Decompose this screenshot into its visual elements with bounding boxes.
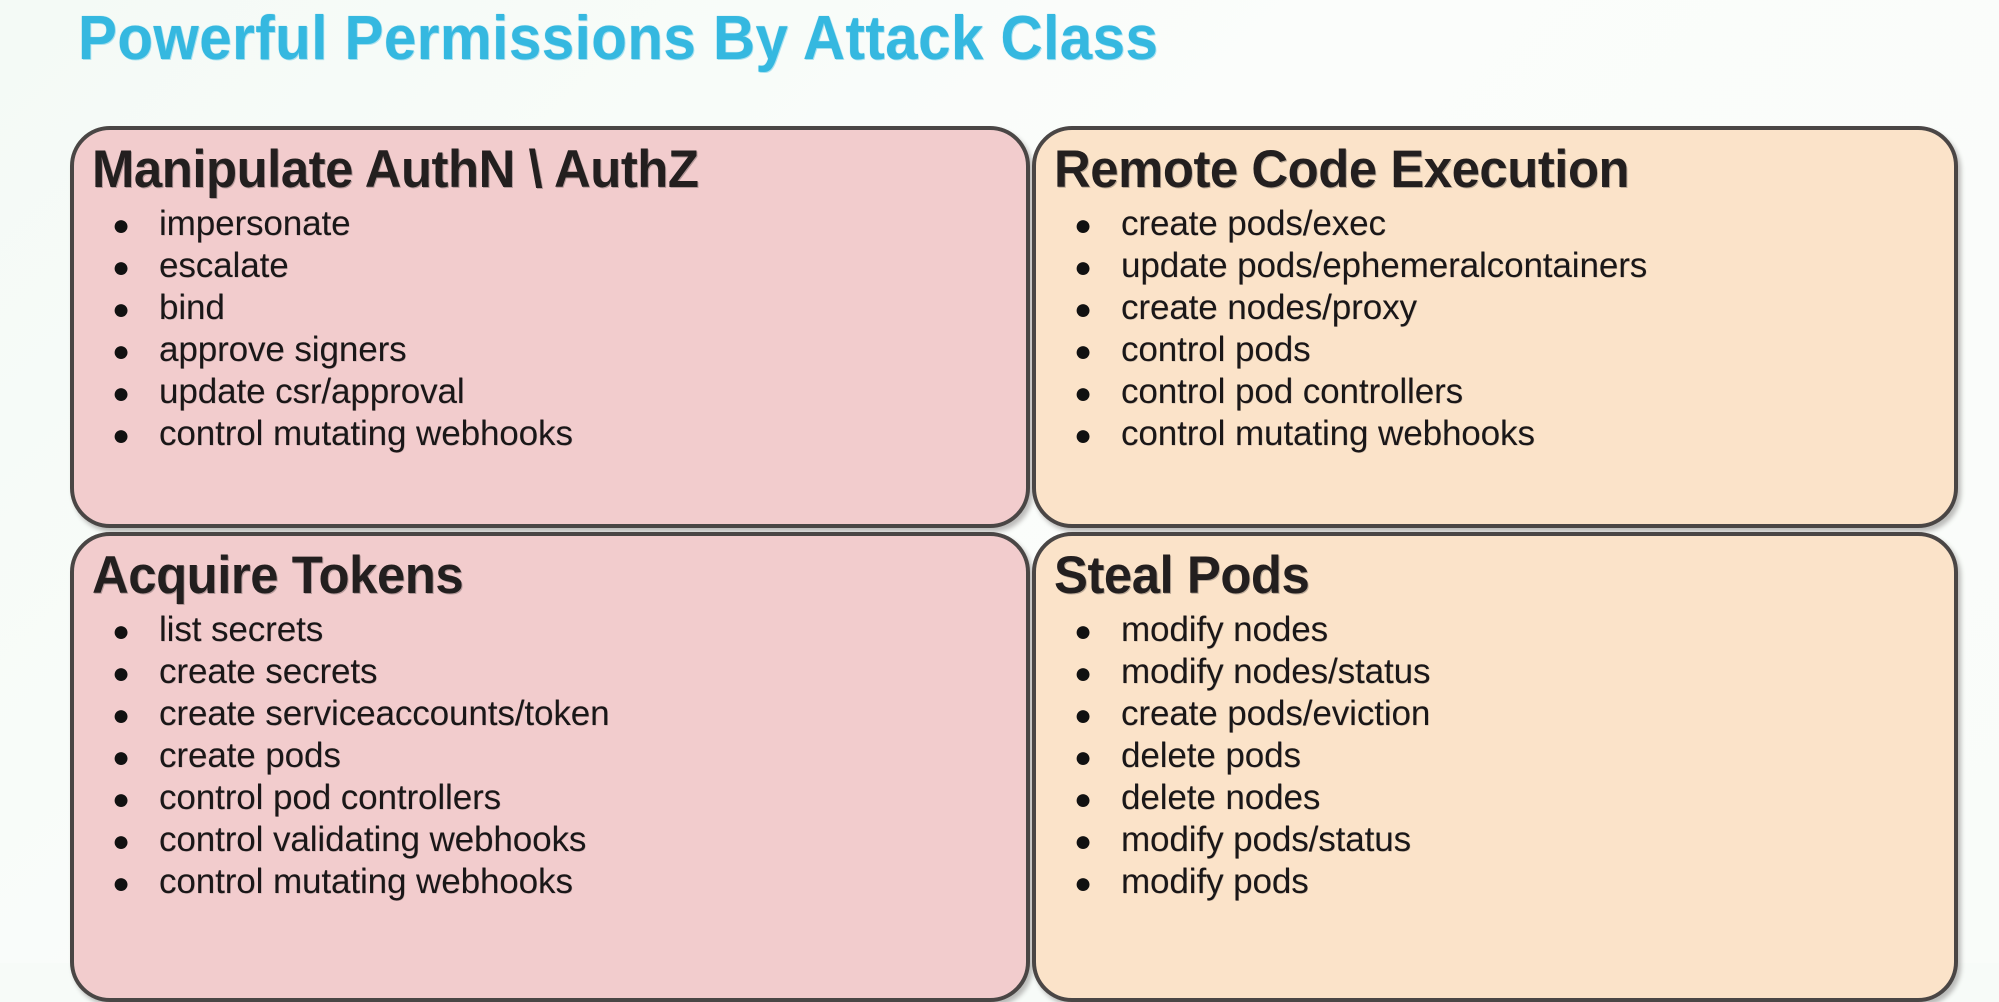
list-item: ● update pods/ephemeralcontainers (1074, 246, 1954, 288)
permission-label: approve signers (159, 330, 407, 369)
permission-label: create pods/eviction (1121, 694, 1431, 733)
list-item: ● create pods/exec (1074, 204, 1954, 246)
bullet-icon: ● (1074, 867, 1093, 900)
bullet-icon: ● (112, 615, 131, 648)
list-item: ● bind (112, 288, 1026, 330)
permission-list-steal-pods: ● modify nodes ● modify nodes/status ● c… (1036, 610, 1954, 904)
permission-label: modify nodes (1121, 610, 1328, 649)
bullet-icon: ● (1074, 615, 1093, 648)
bullet-icon: ● (1074, 419, 1093, 452)
list-item: ● modify nodes (1074, 610, 1954, 652)
bullet-icon: ● (1074, 293, 1093, 326)
page-title: Powerful Permissions By Attack Class (78, 4, 1159, 73)
list-item: ● modify nodes/status (1074, 652, 1954, 694)
permission-label: create nodes/proxy (1121, 288, 1417, 327)
list-item: ● create pods (112, 736, 1026, 778)
bullet-icon: ● (112, 741, 131, 774)
list-item: ● create pods/eviction (1074, 694, 1954, 736)
bullet-icon: ● (1074, 377, 1093, 410)
bullet-icon: ● (1074, 783, 1093, 816)
panel-steal-pods: Steal Pods ● modify nodes ● modify nodes… (1032, 532, 1958, 1002)
bullet-icon: ● (1074, 335, 1093, 368)
bullet-icon: ● (112, 335, 131, 368)
bullet-icon: ● (112, 657, 131, 690)
bullet-icon: ● (1074, 657, 1093, 690)
bullet-icon: ● (112, 419, 131, 452)
bullet-icon: ● (1074, 825, 1093, 858)
bullet-icon: ● (112, 293, 131, 326)
panel-title-steal-pods: Steal Pods (1054, 546, 1310, 605)
list-item: ● control mutating webhooks (112, 414, 1026, 456)
bullet-icon: ● (112, 867, 131, 900)
bullet-icon: ● (1074, 699, 1093, 732)
permission-list-manipulate-authn-authz: ● impersonate ● escalate ● bind ● approv… (74, 204, 1026, 456)
bullet-icon: ● (112, 825, 131, 858)
list-item: ● modify pods (1074, 862, 1954, 904)
list-item: ● impersonate (112, 204, 1026, 246)
permission-label: update csr/approval (159, 372, 465, 411)
bullet-icon: ● (112, 783, 131, 816)
permission-label: create serviceaccounts/token (159, 694, 610, 733)
list-item: ● control mutating webhooks (112, 862, 1026, 904)
permission-label: modify nodes/status (1121, 652, 1431, 691)
permission-label: escalate (159, 246, 289, 285)
permission-label: control validating webhooks (159, 820, 587, 859)
list-item: ● control validating webhooks (112, 820, 1026, 862)
panel-title-remote-code-execution: Remote Code Execution (1054, 140, 1630, 199)
permission-label: modify pods (1121, 862, 1309, 901)
permission-label: impersonate (159, 204, 351, 243)
bullet-icon: ● (1074, 251, 1093, 284)
list-item: ● create nodes/proxy (1074, 288, 1954, 330)
bullet-icon: ● (1074, 741, 1093, 774)
permission-label: control mutating webhooks (159, 414, 573, 453)
permission-label: create secrets (159, 652, 378, 691)
list-item: ● escalate (112, 246, 1026, 288)
list-item: ● create secrets (112, 652, 1026, 694)
panel-manipulate-authn-authz: Manipulate AuthN \ AuthZ ● impersonate ●… (70, 126, 1030, 528)
bullet-icon: ● (112, 377, 131, 410)
permission-label: list secrets (159, 610, 324, 649)
list-item: ● list secrets (112, 610, 1026, 652)
permission-label: control pods (1121, 330, 1311, 369)
list-item: ● control mutating webhooks (1074, 414, 1954, 456)
bullet-icon: ● (112, 251, 131, 284)
panel-remote-code-execution: Remote Code Execution ● create pods/exec… (1032, 126, 1958, 528)
permission-label: bind (159, 288, 225, 327)
bullet-icon: ● (112, 209, 131, 242)
permission-label: create pods/exec (1121, 204, 1386, 243)
list-item: ● delete nodes (1074, 778, 1954, 820)
permission-label: control pod controllers (1121, 372, 1464, 411)
permission-list-remote-code-execution: ● create pods/exec ● update pods/ephemer… (1036, 204, 1954, 456)
bullet-icon: ● (112, 699, 131, 732)
permission-label: control pod controllers (159, 778, 502, 817)
permission-label: update pods/ephemeralcontainers (1121, 246, 1648, 285)
list-item: ● control pods (1074, 330, 1954, 372)
permission-list-acquire-tokens: ● list secrets ● create secrets ● create… (74, 610, 1026, 904)
panel-acquire-tokens: Acquire Tokens ● list secrets ● create s… (70, 532, 1030, 1002)
bullet-icon: ● (1074, 209, 1093, 242)
list-item: ● approve signers (112, 330, 1026, 372)
permission-label: create pods (159, 736, 341, 775)
panel-title-acquire-tokens: Acquire Tokens (92, 546, 464, 605)
list-item: ● update csr/approval (112, 372, 1026, 414)
list-item: ● modify pods/status (1074, 820, 1954, 862)
list-item: ● delete pods (1074, 736, 1954, 778)
list-item: ● control pod controllers (1074, 372, 1954, 414)
permission-label: delete nodes (1121, 778, 1321, 817)
list-item: ● create serviceaccounts/token (112, 694, 1026, 736)
permission-label: delete pods (1121, 736, 1301, 775)
permission-label: control mutating webhooks (159, 862, 573, 901)
panel-title-manipulate-authn-authz: Manipulate AuthN \ AuthZ (92, 140, 699, 199)
permission-label: modify pods/status (1121, 820, 1412, 859)
permission-label: control mutating webhooks (1121, 414, 1535, 453)
list-item: ● control pod controllers (112, 778, 1026, 820)
